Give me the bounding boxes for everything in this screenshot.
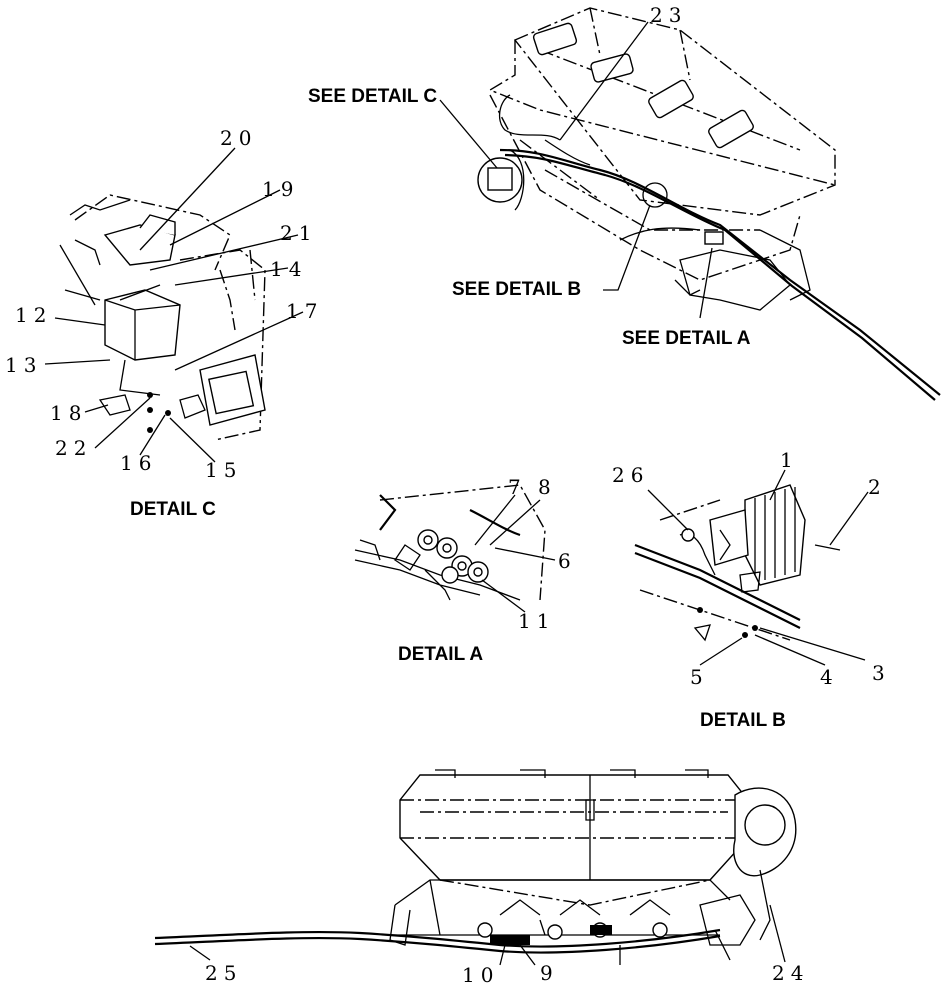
part-number-4: 4 — [820, 665, 839, 689]
part-number-21: 21 — [280, 221, 317, 245]
part-number-25: 25 — [205, 961, 242, 985]
see-detail-a-label: SEE DETAIL A — [622, 328, 751, 349]
part-number-15: 15 — [205, 458, 242, 482]
see-detail-c-label: SEE DETAIL C — [308, 86, 437, 107]
detail-a-title: DETAIL A — [398, 644, 483, 665]
part-number-23: 23 — [650, 3, 687, 27]
part-number-8: 8 — [538, 475, 557, 499]
detail-b-title: DETAIL B — [700, 710, 786, 731]
part-number-20: 20 — [220, 126, 257, 150]
part-number-24: 24 — [772, 961, 809, 985]
main-assembly-view — [439, 7, 941, 401]
part-number-13: 13 — [5, 353, 42, 377]
part-number-14: 14 — [270, 257, 307, 281]
part-number-7: 7 — [508, 475, 527, 499]
part-number-12: 12 — [15, 303, 52, 327]
bottom-side-view — [154, 769, 797, 966]
detail-c-view — [44, 147, 304, 463]
part-number-16: 16 — [120, 451, 157, 475]
detail-a-view — [354, 484, 556, 613]
part-number-6: 6 — [558, 549, 577, 573]
part-number-3: 3 — [872, 661, 891, 685]
part-number-11: 11 — [518, 609, 555, 633]
part-number-17: 17 — [286, 299, 323, 323]
part-number-26: 26 — [612, 463, 649, 487]
see-detail-b-label: SEE DETAIL B — [452, 279, 581, 300]
part-number-5: 5 — [690, 665, 709, 689]
part-number-22: 22 — [55, 436, 92, 460]
detail-c-title: DETAIL C — [130, 499, 216, 520]
part-number-10: 10 — [462, 963, 499, 987]
part-number-9: 9 — [540, 961, 559, 985]
part-number-19: 19 — [262, 177, 299, 201]
part-number-2: 2 — [868, 475, 887, 499]
detail-b-view — [634, 469, 869, 666]
part-number-18: 18 — [50, 401, 87, 425]
part-number-1: 1 — [780, 448, 799, 472]
